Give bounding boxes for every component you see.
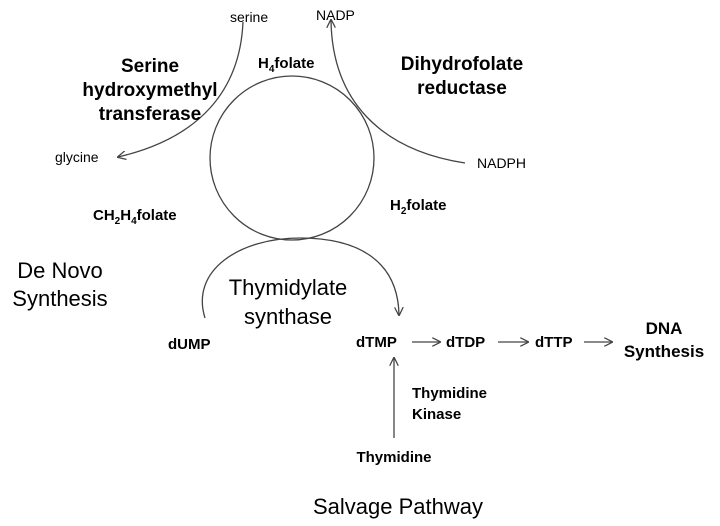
glycine-label: glycine	[55, 149, 99, 165]
thymidine-label: Thymidine	[356, 449, 431, 466]
dhfr-line2: reductase	[417, 78, 507, 99]
serine-enzyme-line2: hydroxymethyl	[82, 80, 217, 101]
serine-enzyme-line1: Serine	[121, 56, 179, 77]
h4folate-label: H4folate	[258, 55, 314, 75]
nadph-to-nadp-arrow	[331, 20, 466, 164]
serine-enzyme-line3: transferase	[99, 104, 201, 125]
tk-line2: Kinase	[412, 406, 461, 423]
serine-label: serine	[230, 9, 268, 25]
dna-line2: Synthesis	[624, 342, 704, 361]
dhfr-line1: Dihydrofolate	[401, 54, 523, 75]
nadp-label: NADP	[316, 7, 355, 23]
dttp-label: dTTP	[535, 334, 573, 351]
folate-cycle-circle	[209, 75, 375, 241]
ts-line2: synthase	[244, 304, 332, 329]
dump-to-dtmp-arrow	[201, 237, 399, 319]
serine-to-glycine-arrow	[118, 21, 244, 157]
tk-line1: Thymidine	[412, 385, 487, 402]
dtdp-label: dTDP	[446, 334, 485, 351]
h2folate-label: H2folate	[390, 197, 446, 217]
salvage-pathway-label: Salvage Pathway	[313, 494, 483, 519]
nadph-label: NADPH	[477, 155, 526, 171]
dtmp-label: dTMP	[356, 334, 397, 351]
de-novo-line2: Synthesis	[12, 286, 107, 311]
de-novo-line1: De Novo	[17, 258, 103, 283]
ch2h4folate-label: CH2H4folate	[93, 207, 177, 227]
ts-line1: Thymidylate	[229, 275, 348, 300]
dna-line1: DNA	[646, 319, 683, 338]
dump-label: dUMP	[168, 336, 211, 353]
